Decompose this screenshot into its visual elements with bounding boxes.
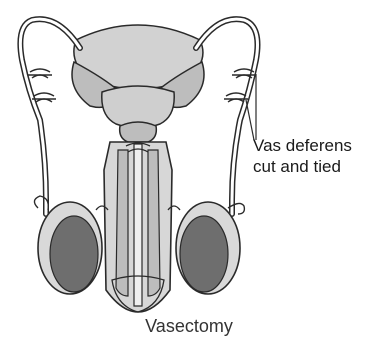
corpus-cavernosum-left	[116, 150, 128, 296]
figure-caption: Vasectomy	[0, 316, 378, 337]
vas-deferens-right	[196, 19, 258, 214]
tie-left-upper	[28, 69, 52, 78]
urethra	[134, 144, 142, 306]
testis-right	[180, 216, 228, 292]
bulbourethral-gland	[120, 122, 157, 142]
corpus-cavernosum-right	[148, 150, 160, 296]
vas-deferens-label: Vas deferens cut and tied	[253, 135, 352, 177]
vas-deferens-label-line1: Vas deferens	[253, 135, 352, 156]
vas-deferens-left	[20, 19, 80, 214]
vas-deferens-label-line2: cut and tied	[253, 156, 352, 177]
testis-left	[50, 216, 98, 292]
